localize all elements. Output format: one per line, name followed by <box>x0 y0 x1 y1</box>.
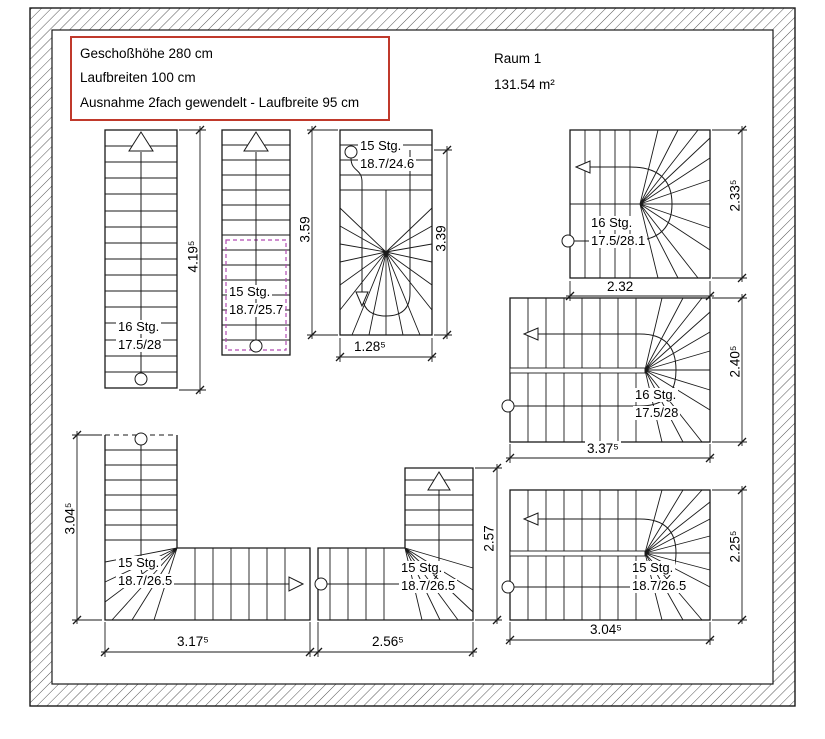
dim-label-bottom-mid-width: 2.56⁵ <box>370 634 406 649</box>
walkline-start-circle <box>501 399 515 413</box>
dim-label-straight-height: 4.19⁵ <box>185 240 201 273</box>
stair-label-rise-run: 17.5/28.1 <box>589 233 648 249</box>
winder-fan <box>339 207 433 336</box>
dim-label-bottom-mid-height: 2.57 <box>481 525 497 552</box>
winder-fan <box>644 489 711 621</box>
direction-arrow-icon <box>288 576 305 592</box>
dim-label-u-winder-width: 1.28⁵ <box>352 339 388 354</box>
stair-label-steps: 15 Stg. <box>399 560 445 576</box>
winder-fan <box>644 297 711 443</box>
stair-label-rise-run: 18.7/25.7 <box>227 302 286 318</box>
stair-straight-16[interactable] <box>104 129 178 389</box>
flight-divider <box>509 367 646 374</box>
dim-label-top-right-height: 2.33⁵ <box>727 179 743 212</box>
dim-label-bottom-right-height: 2.25⁵ <box>727 530 743 563</box>
walk-line <box>513 333 677 407</box>
direction-arrow-icon <box>128 131 154 152</box>
walkline-start-circle <box>134 432 148 446</box>
direction-arrow-icon <box>243 131 269 152</box>
dim-label-mid-right-width: 3.37⁵ <box>585 441 621 456</box>
dim-top-right-width <box>565 281 715 301</box>
stair-bottom-left-l[interactable] <box>104 432 311 621</box>
walkline-start-circle <box>561 234 575 248</box>
dim-label-u-winder-left: 3.59 <box>297 216 313 243</box>
room-label: Raum 1 131.54 m² <box>494 46 555 97</box>
stair-label-steps: 15 Stg. <box>358 138 404 154</box>
dim-top-right-height <box>712 125 747 283</box>
walkline-start-circle <box>314 577 328 591</box>
treads <box>329 479 473 620</box>
stair-label-rise-run: 17.5/28 <box>633 405 681 421</box>
dim-mid-right-width <box>505 444 715 463</box>
dim-u-winder-right <box>434 145 452 340</box>
dim-label-u-winder-right: 3.39 <box>433 225 449 252</box>
treads <box>105 449 286 620</box>
dim-label-top-right-width: 2.32 <box>605 279 636 294</box>
dim-bottom-left-height <box>72 430 102 625</box>
stair-label-steps: 15 Stg. <box>227 284 273 300</box>
direction-arrow-icon <box>574 160 591 174</box>
stair-label-rise-run: 18.7/26.5 <box>116 573 175 589</box>
wall-outline <box>29 7 796 707</box>
stair-bottom-right-u[interactable] <box>501 489 711 621</box>
annotation-line-2: Laufbreiten 100 cm <box>80 70 196 86</box>
dim-bottom-right-height <box>712 485 747 625</box>
stair-bottom-mid-l[interactable] <box>314 467 474 621</box>
winder-fan <box>639 129 711 279</box>
stair-label-steps: 16 Stg. <box>589 215 635 231</box>
direction-arrow-icon <box>355 291 369 308</box>
dim-bottom-mid-width <box>313 622 478 657</box>
walkline-start-circle <box>501 580 515 594</box>
stair-label-rise-run: 17.5/28 <box>116 337 164 353</box>
annotation-box[interactable]: Geschoßhöhe 280 cm Laufbreiten 100 cm Au… <box>70 36 390 121</box>
dim-mid-right-height <box>712 293 747 447</box>
dim-u-winder-left <box>307 125 338 340</box>
stair-label-steps: 15 Stg. <box>630 560 676 576</box>
walkline-start-circle <box>344 145 358 159</box>
treads <box>570 130 640 278</box>
walk-line <box>350 150 411 317</box>
dim-label-bottom-right-width: 3.04⁵ <box>588 622 624 637</box>
stair-label-steps: 16 Stg. <box>116 319 162 335</box>
walkline-start-circle <box>134 372 148 386</box>
direction-arrow-icon <box>427 471 451 491</box>
flight-divider <box>509 550 646 557</box>
stair-top-right-winder[interactable] <box>561 129 711 279</box>
stair-label-steps: 15 Stg. <box>116 555 162 571</box>
dim-label-mid-right-height: 2.40⁵ <box>727 345 743 378</box>
dim-bottom-left-width <box>100 622 315 657</box>
direction-arrow-icon <box>522 327 539 341</box>
annotation-line-3: Ausnahme 2fach gewendelt - Laufbreite 95… <box>80 94 360 110</box>
annotation-line-1: Geschoßhöhe 280 cm <box>80 46 213 61</box>
dim-straight-height <box>179 125 206 395</box>
stair-label-rise-run: 18.7/24.6 <box>358 156 417 172</box>
dim-bottom-right-width <box>505 622 715 645</box>
room-area: 131.54 m² <box>494 76 555 92</box>
stair-straight-15-highlighted[interactable] <box>221 129 291 356</box>
walkline-start-circle <box>249 339 263 353</box>
stair-label-rise-run: 18.7/26.5 <box>630 578 689 594</box>
dim-label-bottom-left-height: 3.04⁵ <box>62 502 78 535</box>
room-name: Raum 1 <box>494 51 542 66</box>
stair-label-rise-run: 18.7/26.5 <box>399 578 458 594</box>
dim-bottom-mid-height <box>475 463 502 625</box>
stair-mid-right-u[interactable] <box>501 297 711 443</box>
dim-label-bottom-left-width: 3.17⁵ <box>175 634 211 649</box>
direction-arrow-icon <box>522 512 539 526</box>
dim-u-winder-width <box>335 338 437 362</box>
stair-label-steps: 16 Stg. <box>633 387 679 403</box>
